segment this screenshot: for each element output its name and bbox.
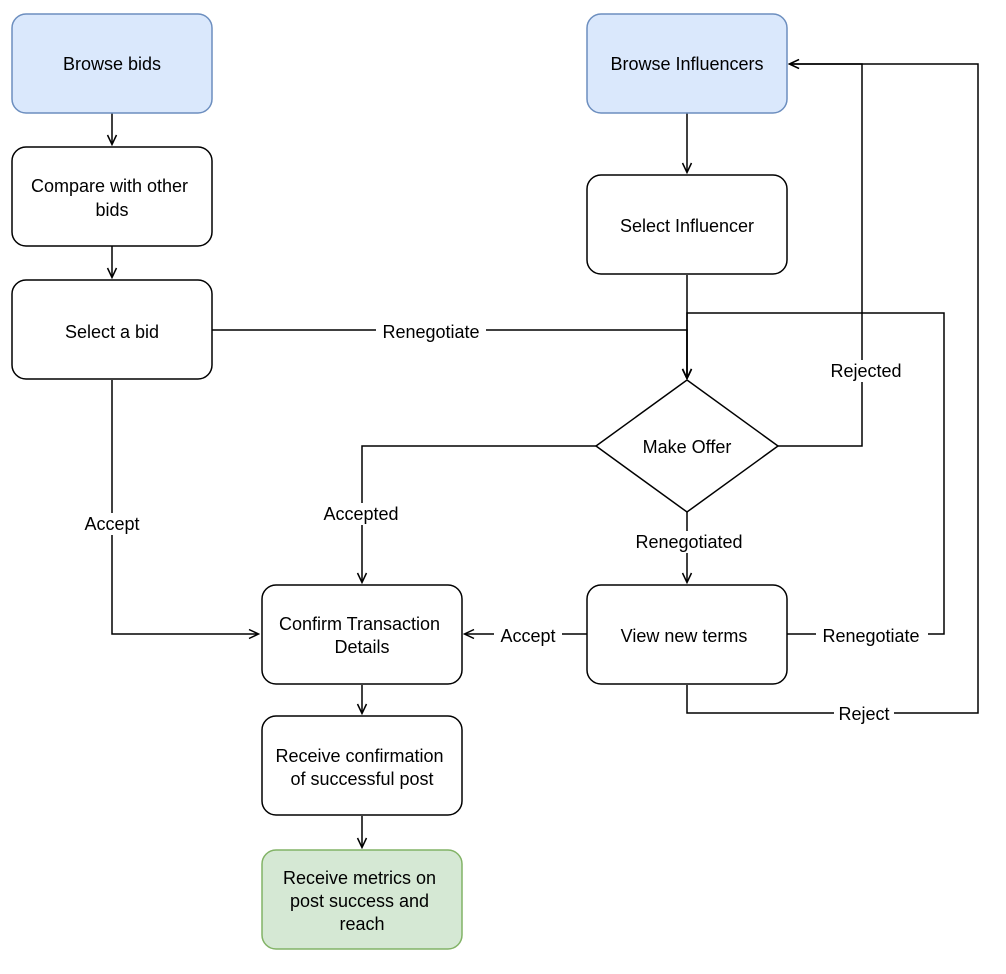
- edge-view-terms-reject: [686, 64, 979, 714]
- node-confirm-transaction-label: Confirm Transaction Details: [279, 614, 445, 657]
- nodes-layer: Browse bids Compare with other bids Sele…: [11, 13, 788, 950]
- node-compare-bids[interactable]: Compare with other bids: [11, 146, 213, 247]
- node-make-offer[interactable]: Make Offer: [594, 379, 780, 513]
- edge-labels-layer: Renegotiate Accept Accepted Renegotiated…: [78, 320, 928, 725]
- label-accepted: Accepted: [323, 504, 398, 524]
- node-browse-bids[interactable]: Browse bids: [11, 13, 213, 114]
- node-browse-bids-label: Browse bids: [63, 54, 161, 74]
- label-accept-mid: Accept: [500, 626, 555, 646]
- label-rejected: Rejected: [830, 361, 901, 381]
- node-select-bid[interactable]: Select a bid: [11, 279, 213, 380]
- node-view-new-terms[interactable]: View new terms: [586, 584, 788, 685]
- node-browse-influencers[interactable]: Browse Influencers: [586, 13, 788, 114]
- node-receive-metrics[interactable]: Receive metrics on post success and reac…: [261, 849, 463, 950]
- node-select-influencer-label: Select Influencer: [620, 216, 754, 236]
- node-compare-bids-label: Compare with other bids: [31, 176, 193, 220]
- label-renegotiated: Renegotiated: [635, 532, 742, 552]
- label-reject: Reject: [838, 704, 889, 724]
- label-renegotiate-top: Renegotiate: [382, 322, 479, 342]
- edge-offer-rejected: [778, 64, 863, 447]
- node-select-influencer[interactable]: Select Influencer: [586, 174, 788, 275]
- node-receive-confirmation-label: Receive confirmation of successful post: [275, 746, 448, 789]
- label-accept-left: Accept: [84, 514, 139, 534]
- edges-layer: [111, 64, 979, 847]
- node-make-offer-label: Make Offer: [643, 437, 732, 457]
- node-receive-metrics-label: Receive metrics on post success and reac…: [283, 868, 441, 934]
- edge-offer-accepted: [362, 445, 596, 582]
- node-receive-confirmation[interactable]: Receive confirmation of successful post: [261, 715, 463, 816]
- node-select-bid-label: Select a bid: [65, 322, 159, 342]
- label-renegotiate-right: Renegotiate: [822, 626, 919, 646]
- node-browse-influencers-label: Browse Influencers: [610, 54, 763, 74]
- edge-select-bid-accept: [111, 380, 258, 634]
- node-view-new-terms-label: View new terms: [621, 626, 748, 646]
- node-confirm-transaction[interactable]: Confirm Transaction Details: [261, 584, 463, 685]
